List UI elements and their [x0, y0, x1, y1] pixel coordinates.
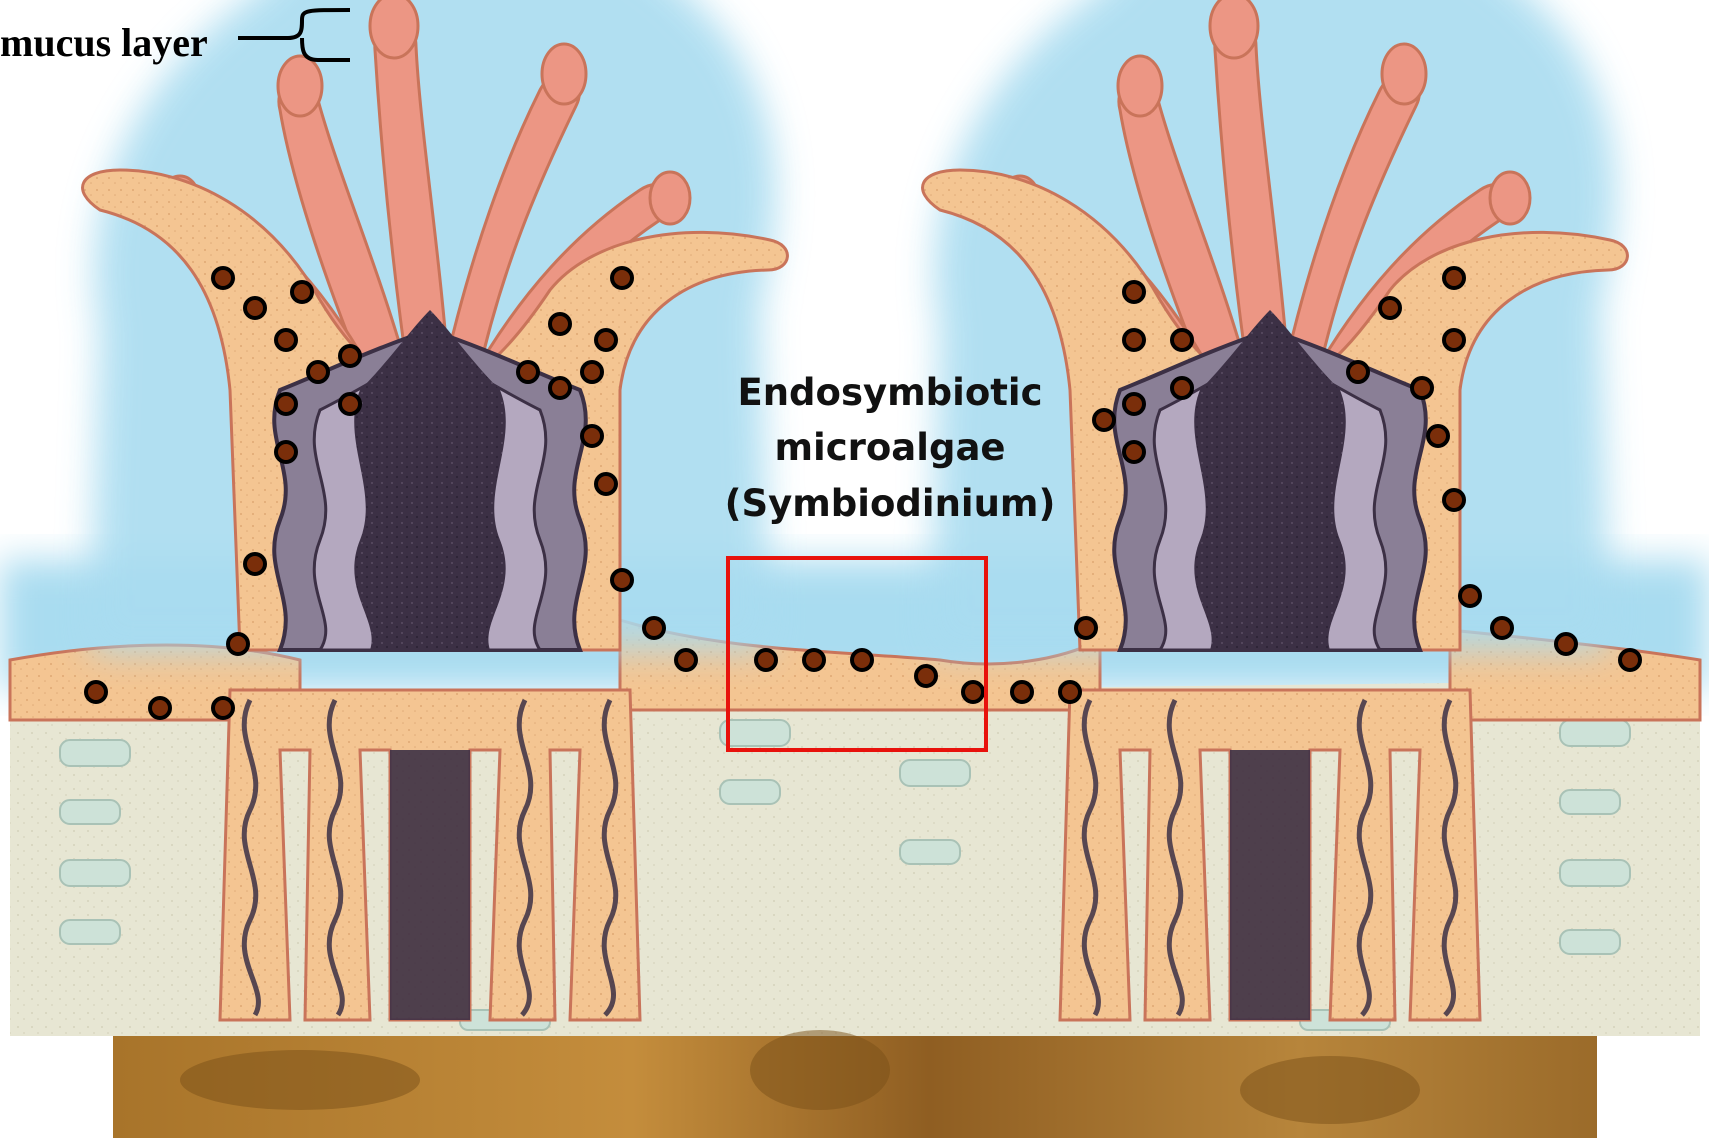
symbiont-dot: [308, 362, 328, 382]
symbiont-dot: [1492, 618, 1512, 638]
symbiont-dot: [228, 634, 248, 654]
symbiont-dot: [86, 682, 106, 702]
symbiont-dot: [213, 698, 233, 718]
symbiont-dot: [1172, 330, 1192, 350]
symbiont-dot: [852, 650, 872, 670]
symbiont-dot: [245, 298, 265, 318]
symbiont-dot: [1460, 586, 1480, 606]
symbiont-dot: [340, 346, 360, 366]
symbiont-dot: [1012, 682, 1032, 702]
symbiont-dot: [1348, 362, 1368, 382]
symbiont-dot: [612, 570, 632, 590]
symbiont-dot: [1060, 682, 1080, 702]
symbiont-dot: [582, 362, 602, 382]
symbiont-dot: [804, 650, 824, 670]
symbiont-dot: [1620, 650, 1640, 670]
symbiont-dot: [276, 442, 296, 462]
symbiont-dot: [245, 554, 265, 574]
symbiont-dot: [1124, 330, 1144, 350]
mucus-layer-label: mucus layer: [0, 20, 208, 65]
symbiont-dot: [596, 330, 616, 350]
symbiont-dot: [1124, 442, 1144, 462]
symbiont-dot: [1556, 634, 1576, 654]
symbiont-dot: [596, 474, 616, 494]
symbiont-dot: [1444, 490, 1464, 510]
symbiont-dot: [1124, 282, 1144, 302]
symbiont-dot: [916, 666, 936, 686]
symbiont-dot: [292, 282, 312, 302]
symbiont-dot: [756, 650, 776, 670]
endosymbiont-label-line1: Endosymbiotic: [737, 371, 1042, 414]
symbiont-dot: [550, 378, 570, 398]
endosymbiont-label-line2: microalgae: [774, 426, 1005, 469]
symbiont-dot: [1124, 394, 1144, 414]
symbiont-dot: [612, 268, 632, 288]
symbiont-dot: [1412, 378, 1432, 398]
symbiont-dot: [1172, 378, 1192, 398]
symbiont-dot: [550, 314, 570, 334]
symbiont-dot: [150, 698, 170, 718]
symbiont-dot: [1428, 426, 1448, 446]
symbiont-dot: [1380, 298, 1400, 318]
symbiont-dot: [276, 330, 296, 350]
symbiont-dot: [1444, 330, 1464, 350]
symbiont-dot: [276, 394, 296, 414]
endosymbiont-label-line3: (Symbiodinium): [725, 482, 1056, 525]
symbiont-dot: [340, 394, 360, 414]
symbiont-dot: [518, 362, 538, 382]
symbiont-dot: [963, 682, 983, 702]
symbiont-dot: [1444, 268, 1464, 288]
symbiont-dot: [582, 426, 602, 446]
symbiont-dot: [1076, 618, 1096, 638]
symbiont-dot: [1094, 410, 1114, 430]
symbiont-dot: [644, 618, 664, 638]
symbiont-dot: [213, 268, 233, 288]
symbiont-dot: [676, 650, 696, 670]
